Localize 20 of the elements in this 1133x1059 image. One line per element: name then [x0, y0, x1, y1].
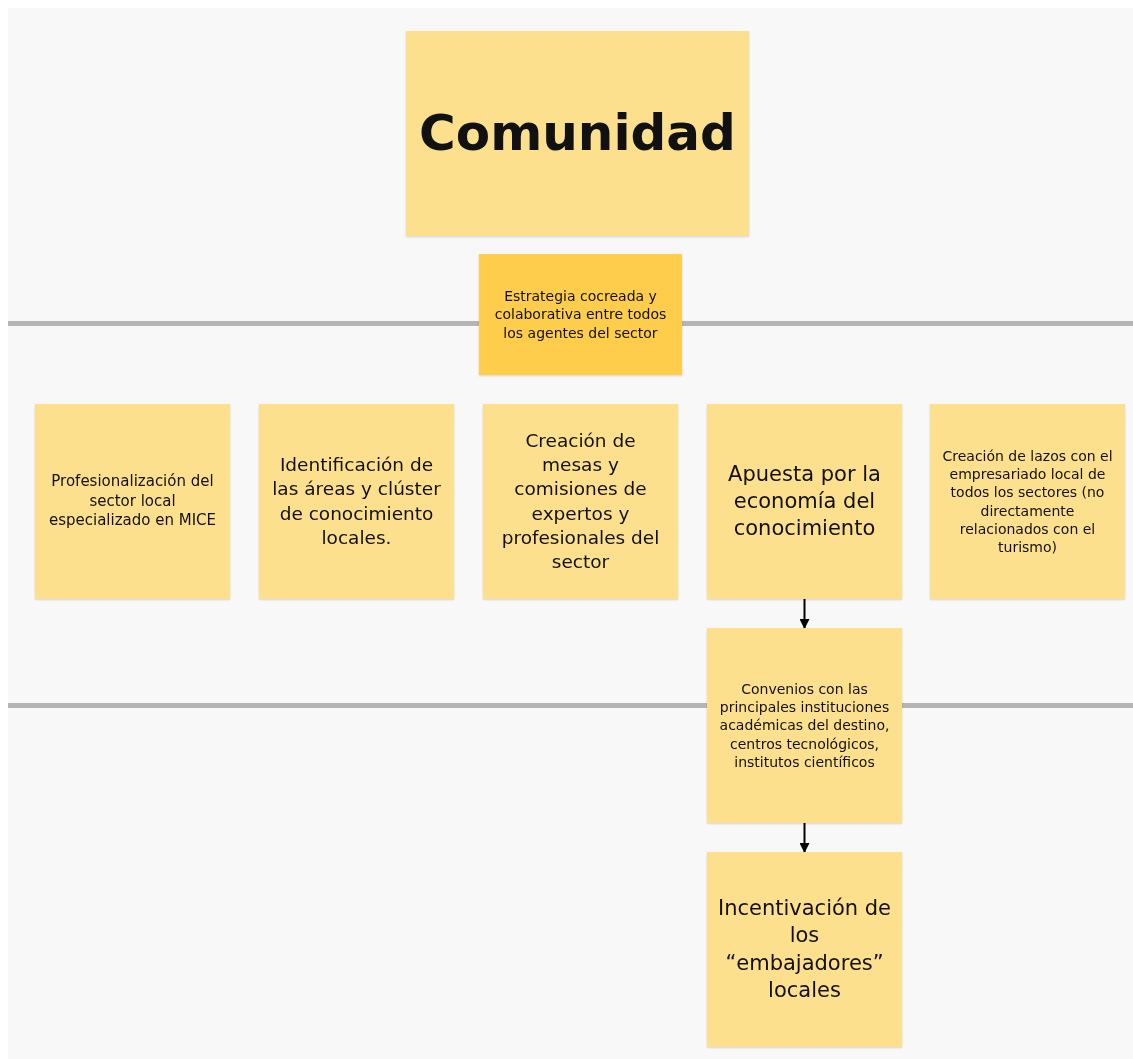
sticky-note	[707, 852, 902, 1047]
sticky-note	[483, 404, 678, 599]
arrow	[799, 822, 810, 853]
sticky-note	[35, 404, 230, 599]
note-text: Convenios con las principales instituciones académicas del destino, centros tecnológicos, institutos científicos	[718, 680, 891, 771]
note-text: Comunidad	[419, 103, 736, 164]
sticky-note	[259, 404, 454, 599]
note-text: Creación de lazos con el empresariado local de todos los sectores (no directamente relacionados con el turismo)	[941, 446, 1114, 557]
note-text: Estrategia cocreada y colaborativa entre todos los agentes del sector	[493, 287, 668, 342]
note-text: Incentivación de los “embajadores” locales	[717, 894, 892, 1004]
sticky-note	[406, 31, 749, 236]
note-text: Identificación de las áreas y clúster de conocimiento locales.	[271, 453, 442, 550]
sticky-note	[707, 404, 902, 599]
sticky-note	[707, 628, 902, 823]
note-text: Profesionalización del sector local especializado en MICE	[47, 472, 218, 531]
sticky-note	[479, 254, 682, 375]
arrow	[799, 598, 810, 629]
sticky-note	[930, 404, 1125, 599]
note-text: Creación de mesas y comisiones de expertos y profesionales del sector	[500, 429, 661, 574]
note-text: Apuesta por la economía del conocimiento	[727, 460, 882, 543]
